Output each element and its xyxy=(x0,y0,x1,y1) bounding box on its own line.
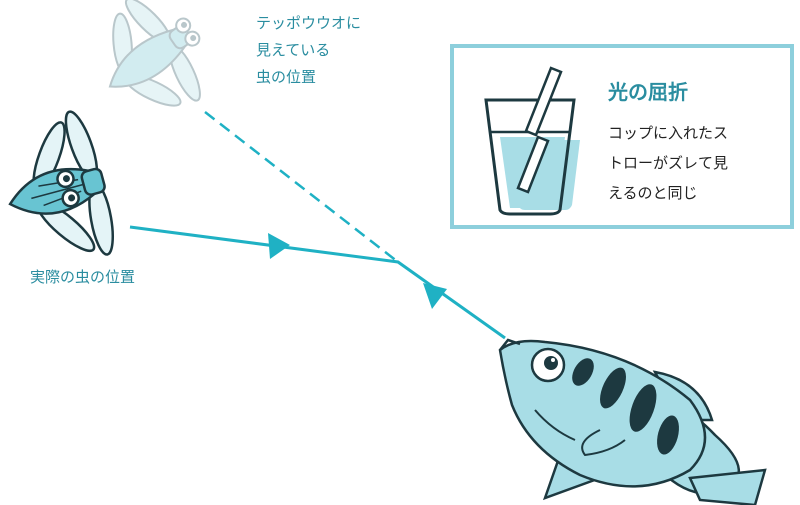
refraction-description: コップに入れたス トローがズレて見 えるのと同じ xyxy=(608,124,729,202)
ray-arrow-lower xyxy=(423,283,447,309)
apparent-insect-illustration xyxy=(108,0,201,107)
archerfish-illustration xyxy=(498,338,767,505)
apparent-position-label: テッポウウオに 見えている 虫の位置 xyxy=(256,14,362,86)
light-ray-paths xyxy=(129,111,506,340)
ray-arrow-upper xyxy=(268,233,290,259)
apparent-sight-line xyxy=(204,111,399,263)
refraction-title: 光の屈折 xyxy=(608,80,688,104)
real-insect-illustration xyxy=(8,110,115,256)
actual-light-ray xyxy=(129,225,506,340)
refraction-info-box xyxy=(450,44,794,229)
glass-straw-icon xyxy=(484,66,580,216)
actual-position-label: 実際の虫の位置 xyxy=(30,268,136,286)
